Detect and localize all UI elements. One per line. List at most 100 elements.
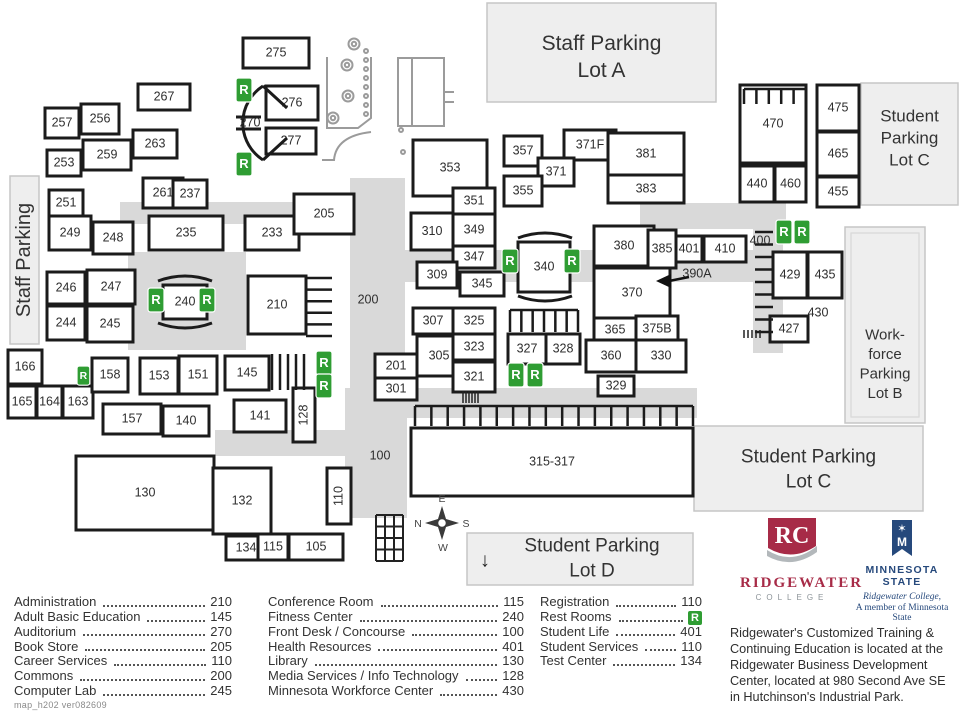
legend-label: Rest Rooms (540, 609, 612, 625)
room-360: 360 (584, 338, 638, 374)
room-walls (544, 332, 582, 366)
wall-ticks (755, 230, 773, 334)
room-number: 248 (103, 230, 124, 244)
minnesota-state-logo: ✶ M MINNESOTA STATE Ridgewater College, … (846, 520, 958, 623)
room-number: 455 (828, 184, 849, 198)
room-walls (584, 338, 638, 374)
room-walls (246, 274, 308, 336)
room-329: 329 (596, 374, 636, 398)
room-205: 205 (292, 192, 356, 236)
corridor (345, 388, 407, 518)
room-248: 248 (91, 220, 135, 256)
room-number: 355 (513, 183, 534, 197)
room-walls (241, 36, 311, 70)
leader-dots (114, 663, 207, 666)
compass-n: N (414, 518, 422, 530)
room-number: 345 (472, 276, 493, 290)
restroom-letter: R (779, 224, 789, 239)
leader-dots (80, 678, 206, 681)
room-walls (45, 270, 87, 306)
leader-dots (378, 649, 498, 652)
legend-label: Commons (14, 668, 74, 684)
room-401: 401 (674, 234, 704, 264)
room-347: 347 (451, 244, 497, 270)
leader-dots (412, 634, 498, 637)
legend-room-number: 205 (210, 638, 232, 654)
room-157: 157 (101, 402, 163, 436)
room-259: 259 (81, 138, 133, 172)
room-158: 158 (90, 356, 130, 394)
parking-lot-box (693, 425, 924, 512)
restroom-marker: R (235, 77, 253, 103)
room-427: 427 (768, 314, 810, 344)
room-440: 440 (738, 164, 776, 204)
room-number: 429 (780, 267, 801, 281)
room-381: 381 (606, 131, 686, 177)
room-275: 275 (241, 36, 311, 70)
room-number: 105 (306, 539, 327, 553)
room-number: 132 (232, 493, 253, 507)
wall-ticks (270, 354, 306, 390)
legend-label: Computer Lab (14, 683, 97, 699)
room-number: 330 (651, 348, 672, 362)
down-arrow-icon: ↓ (480, 549, 490, 571)
room-410: 410 (702, 234, 748, 264)
area-label-200: 200 (358, 292, 379, 306)
parking-lot-box (860, 82, 959, 206)
ridgewater-wordmark: RIDGEWATER (740, 575, 864, 591)
room-number: 235 (176, 225, 197, 239)
restroom-marker: R (563, 248, 581, 274)
room-235: 235 (147, 214, 225, 252)
room-number: 351 (464, 193, 485, 207)
room-number: 251 (56, 195, 77, 209)
restroom-marker: R (775, 219, 793, 245)
corridor (407, 388, 697, 418)
room-237: 237 (171, 178, 209, 210)
room-number: 233 (262, 225, 283, 239)
restroom-badge-icon: R (688, 610, 702, 625)
room-251: 251 (47, 188, 85, 218)
room-115: 115 (256, 532, 290, 562)
room-365: 365 (592, 316, 638, 344)
room-walls (81, 138, 133, 172)
room-walls (409, 211, 455, 252)
legend-label: Student Life (540, 623, 610, 639)
room-201: 201 (373, 352, 419, 380)
room-number: 259 (97, 147, 118, 161)
room-number: 244 (56, 315, 77, 329)
room-number: 275 (266, 45, 287, 59)
room-number: 460 (780, 176, 801, 190)
restroom-marker: R (76, 365, 91, 386)
restroom-letter: R (202, 292, 212, 307)
room-163: 163 (61, 384, 95, 420)
room-walls (101, 402, 163, 436)
legend-label: Health Resources (268, 638, 372, 654)
room-number: 128 (296, 405, 310, 426)
room-walls (243, 214, 301, 252)
restroom-marker: R (793, 219, 811, 245)
area-label-430: 430 (808, 305, 829, 319)
leader-dots (147, 619, 206, 622)
room-walls (85, 304, 135, 344)
parking-lot-label: Lot B (867, 385, 902, 402)
room-307: 307 (411, 306, 455, 336)
room-number: 153 (149, 368, 170, 382)
room-321: 321 (451, 360, 497, 394)
room-460: 460 (773, 164, 808, 204)
room-number: 323 (464, 339, 485, 353)
room-walls (458, 270, 506, 298)
room-number: 435 (815, 267, 836, 281)
room-walls (264, 84, 320, 122)
room-465: 465 (815, 130, 861, 178)
room-walls (373, 376, 419, 402)
room-number: 253 (54, 155, 75, 169)
